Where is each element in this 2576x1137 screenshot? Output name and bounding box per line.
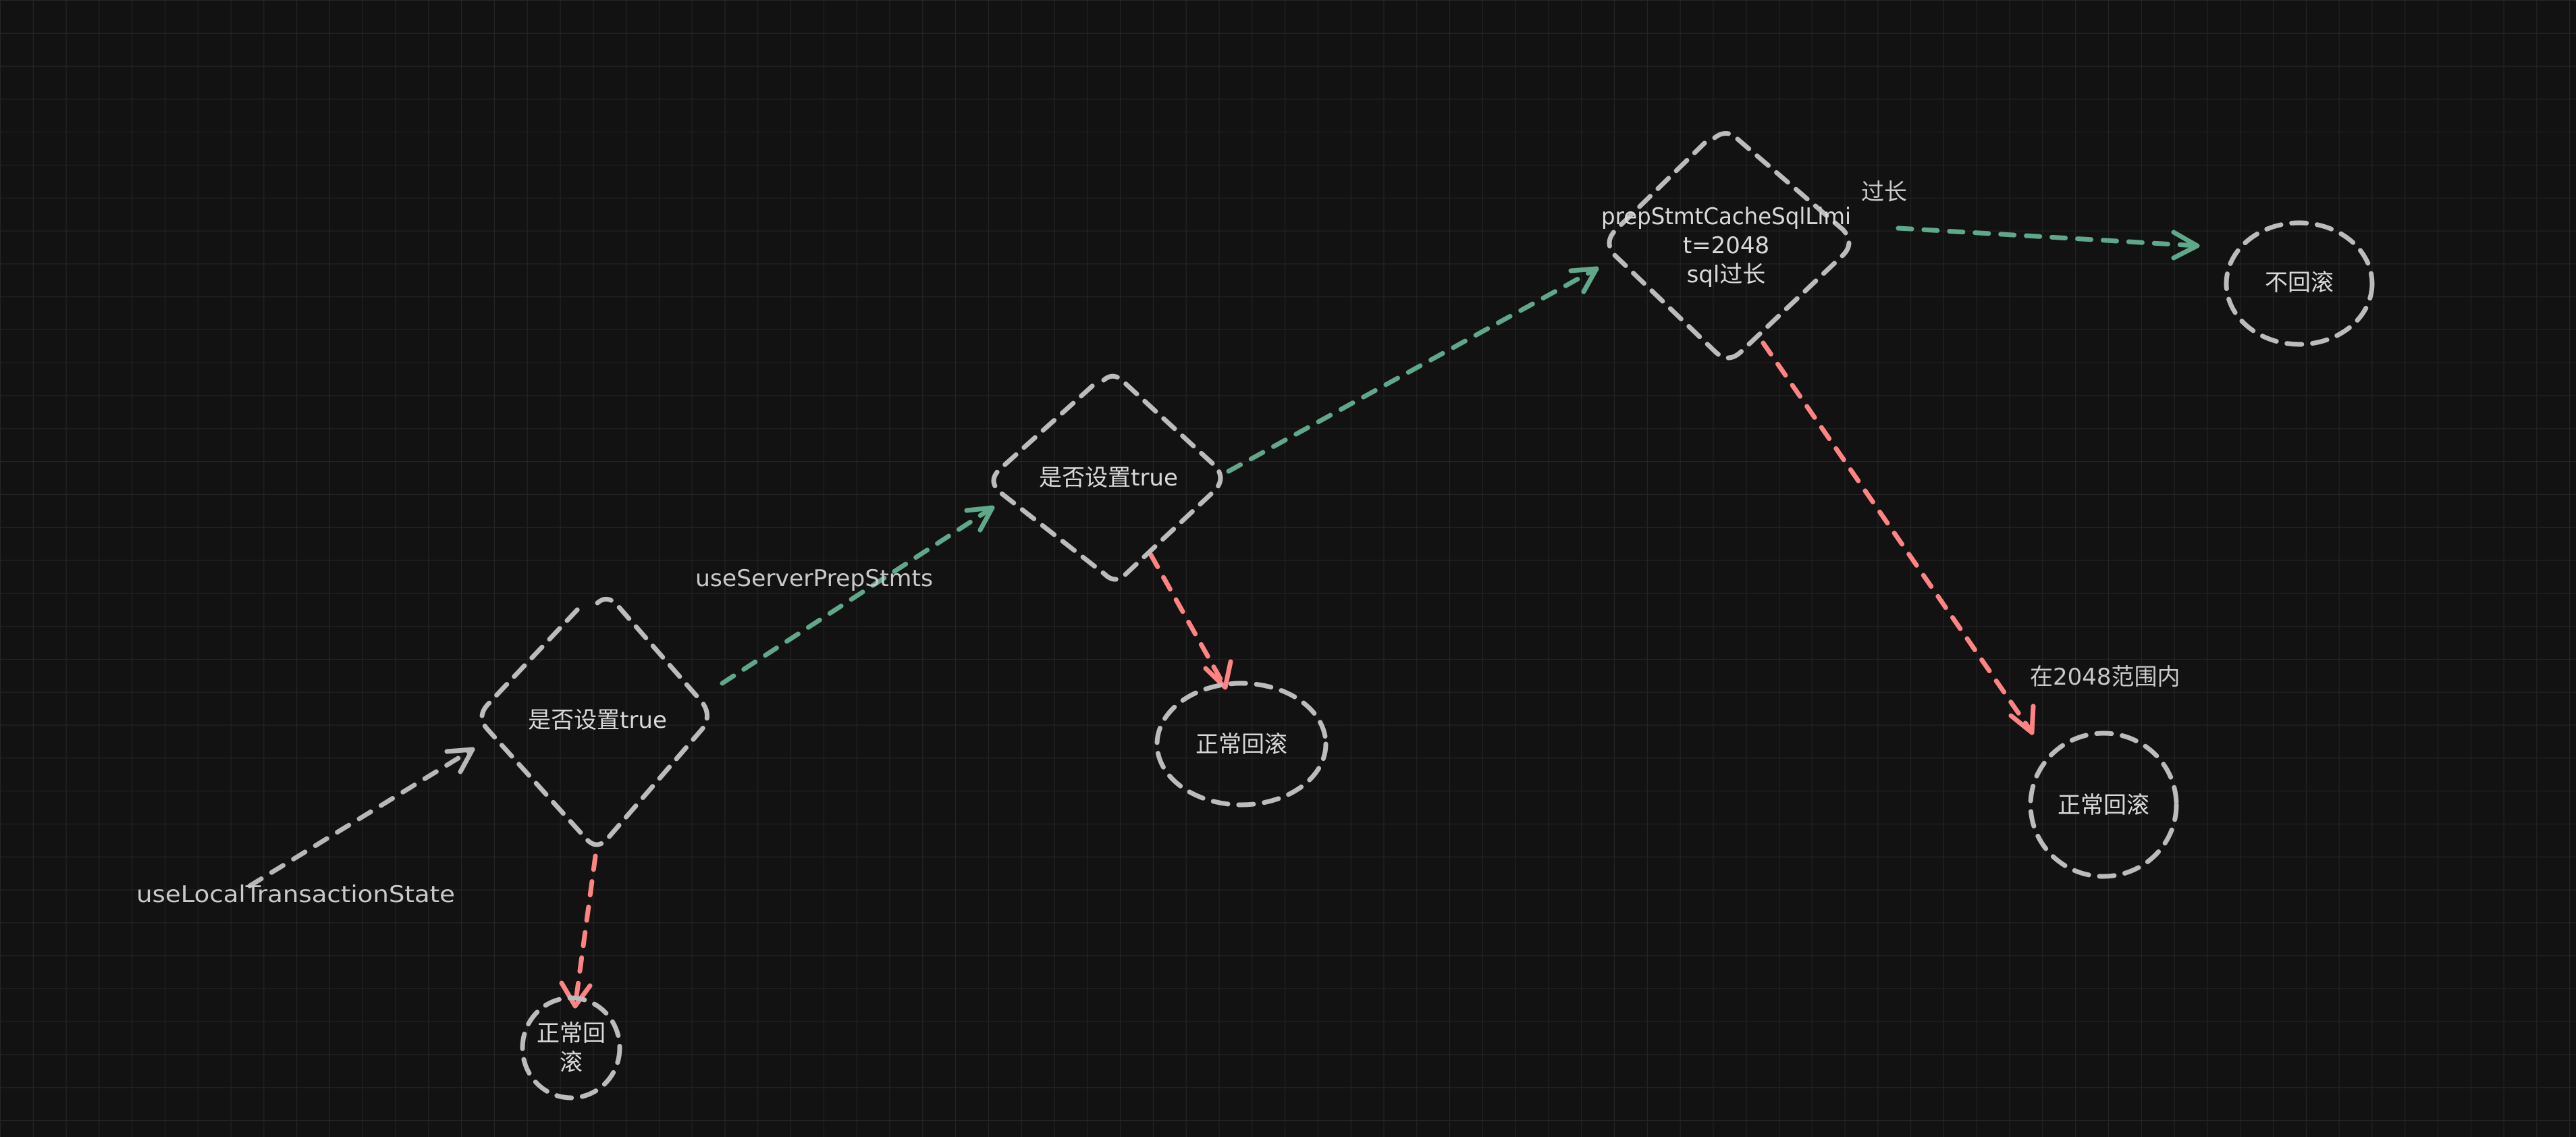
edge-decision2-to-end2-arrowhead [1203,659,1233,690]
edge-decision2-to-decision3[interactable] [1226,266,1599,474]
end4-label: 正常回滚 [2058,792,2149,819]
edge-decision3-to-end4[interactable] [1761,340,2035,735]
edge-label-use-local-transaction-state: useLocalTransactionState [136,881,455,908]
end1-label-line1: 正常回 [537,1020,606,1047]
end1-label-line2: 滚 [560,1049,583,1076]
edge-entry-arrowhead [444,747,475,774]
decision3-shape[interactable] [1607,131,1852,361]
edge-label-too-long: 过长 [1861,179,1907,206]
end4-shape[interactable] [2028,731,2179,879]
edge-decision1-to-end1-arrowhead [559,980,593,1009]
end1-shape[interactable] [520,995,622,1101]
decision3-label-line3: sql过长 [1687,261,1766,288]
end2-label: 正常回滚 [1196,731,1287,758]
end3-label: 不回滚 [2265,269,2334,296]
end3-shape[interactable] [2224,220,2375,347]
edge-entry-to-decision1[interactable] [247,747,475,889]
edge-label-within-2048: 在2048范围内 [2030,664,2180,691]
edge-decision3-to-end4-arrowhead [2008,704,2036,735]
decision3-label-line2: t=2048 [1683,232,1769,259]
decision2-label: 是否设置true [1039,465,1178,492]
edge-decision3-to-end3[interactable] [1896,226,2200,248]
decision1-label: 是否设置true [528,707,667,734]
edge-decision2-to-decision3-arrowhead [1568,266,1599,294]
decision2-shape[interactable] [991,373,1223,582]
decision3-label-line1: prepStmtCacheSqlLimi [1601,203,1851,230]
edge-label-use-server-prep-stmts: useServerPrepStmts [695,565,933,592]
end2-shape[interactable] [1154,681,1329,808]
edge-decision2-to-end2[interactable] [1148,552,1228,690]
edge-decision1-to-decision2-arrowhead [964,505,995,533]
edge-decision3-to-end3-arrowhead [2171,230,2200,261]
edge-decision1-to-end1[interactable] [572,853,598,1009]
edge-decision1-to-decision2[interactable] [720,505,995,686]
